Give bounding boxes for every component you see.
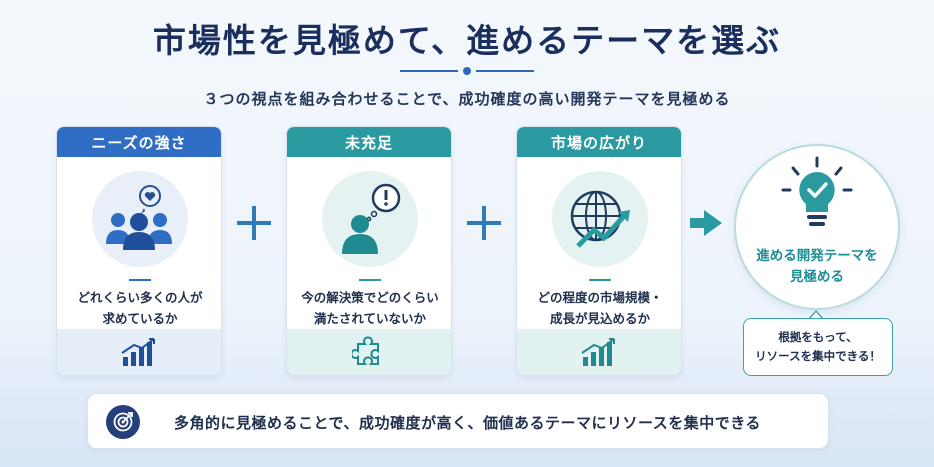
card-dash <box>129 279 151 281</box>
card-header: 未充足 <box>287 127 451 157</box>
card-description: 今の解決策でどのくらい 満たされていないか <box>301 290 439 326</box>
card-description: どれくらい多くの人が 求めているか <box>77 290 203 326</box>
globe-growth-icon <box>552 171 648 267</box>
title-divider <box>400 67 534 75</box>
plus-icon <box>237 206 271 240</box>
plus-icon <box>467 206 501 240</box>
result-circle: 進める開発テーマを 見極める <box>734 144 900 310</box>
card-footer <box>57 329 221 375</box>
arrow-right-icon <box>690 210 722 236</box>
card-description: どの程度の市場規模・ 成長が見込めるか <box>537 290 663 326</box>
summary-banner: 多角的に見極めることで、成功確度が高く、価値あるテーマにリソースを集中できる <box>87 393 829 449</box>
summary-text: 多角的に見極めることで、成功確度が高く、価値あるテーマにリソースを集中できる <box>174 413 761 432</box>
page-title: 市場性を見極めて、進めるテーマを選ぶ <box>152 21 782 60</box>
lightbulb-check-icon <box>781 156 853 226</box>
puzzle-icon <box>352 336 379 365</box>
card-dash <box>589 279 611 281</box>
card-dash <box>359 279 381 281</box>
target-icon <box>106 405 140 439</box>
result-text: 進める開発テーマを 見極める <box>756 248 878 285</box>
page-subtitle: ３つの視点を組み合わせることで、成功確度の高い開発テーマを見極める <box>203 90 731 108</box>
card-needs-strength: ニーズの強さ どれくらい多くの人が 求めているか <box>56 126 222 376</box>
card-header: 市場の広がり <box>517 127 681 157</box>
growth-chart-icon <box>121 338 155 366</box>
card-header: ニーズの強さ <box>57 127 221 157</box>
card-footer <box>517 329 681 375</box>
result-note: 根拠をもって、 リソースを集中できる！ <box>743 318 893 376</box>
card-unmet-needs: 未充足 今の解決策でどのくらい 満たされていないか <box>286 126 452 376</box>
person-question-icon <box>322 171 418 267</box>
card-footer <box>287 329 451 375</box>
card-market-size: 市場の広がり どの程度の市場規模・ 成長が見込めるか <box>516 126 682 376</box>
growth-chart-icon <box>581 338 615 366</box>
people-heart-icon <box>92 171 188 267</box>
